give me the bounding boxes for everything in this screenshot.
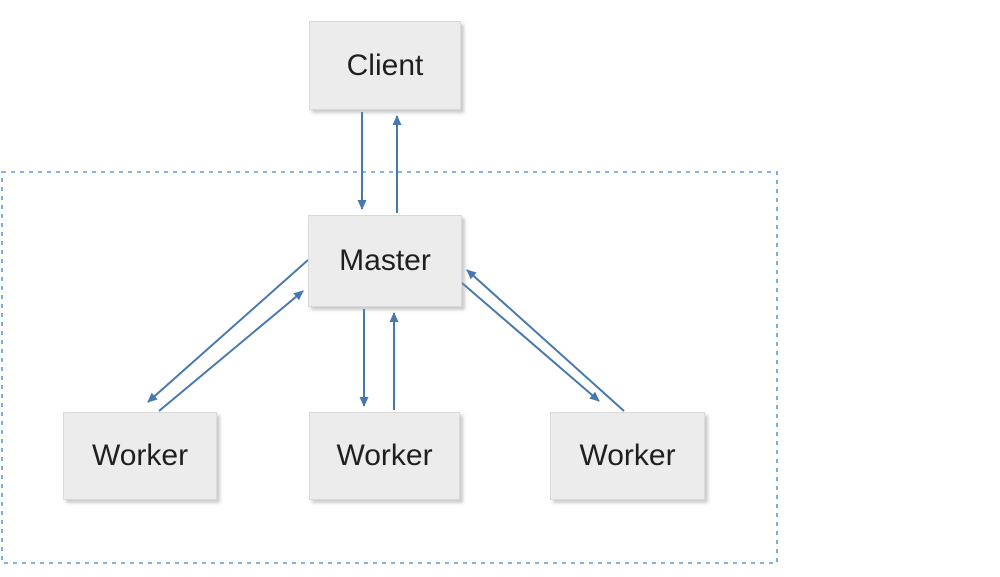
edge-master-to-worker-right-arrow <box>461 282 600 402</box>
node-client: Client <box>309 21 461 110</box>
node-worker-left-label: Worker <box>91 439 189 472</box>
node-master-label: Master <box>339 244 431 277</box>
node-worker-right-label: Worker <box>579 439 676 472</box>
node-master: Master <box>308 215 462 307</box>
node-worker-middle: Worker <box>309 412 460 500</box>
edge-worker-right-to-master-arrow <box>466 269 625 412</box>
node-worker-middle-label: Worker <box>336 439 433 472</box>
node-worker-left: Worker <box>63 412 217 500</box>
edge-worker-left-to-master-arrow <box>158 290 304 412</box>
node-client-label: Client <box>346 48 424 82</box>
system-boundary-dashed-box <box>1 171 778 564</box>
node-worker-right: Worker <box>550 412 705 500</box>
edge-master-to-worker-left-arrow <box>147 259 309 403</box>
